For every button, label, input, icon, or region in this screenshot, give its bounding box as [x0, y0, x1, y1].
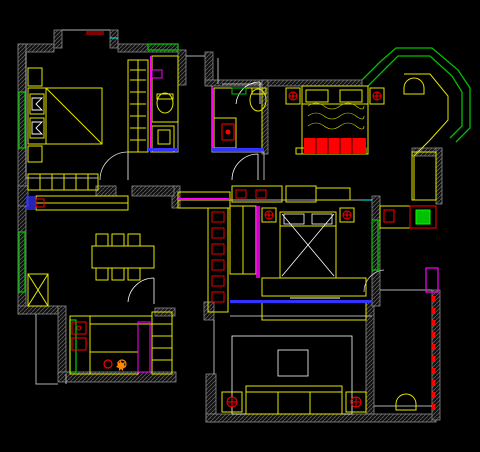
bed-cover-pattern — [307, 102, 365, 130]
bay-window-seat — [404, 73, 449, 201]
corridor-red-marks — [211, 189, 267, 303]
armchair-icon — [395, 393, 417, 411]
corridor-cabinets — [177, 185, 351, 313]
toilet-accents — [212, 87, 264, 151]
wardrobe-hangers — [130, 69, 146, 141]
guest-lamp-icon — [264, 210, 352, 220]
bedroom-red-blanket — [304, 138, 366, 154]
balcony-red-edge — [432, 296, 435, 410]
guest-room-accents — [230, 206, 372, 303]
dining-accents — [26, 196, 45, 210]
entry-door-top — [86, 31, 104, 35]
lamp-icon — [288, 91, 382, 101]
door-swings — [99, 81, 385, 304]
bed-pillows — [31, 97, 44, 135]
corridor-magenta-marks — [178, 198, 230, 200]
balcony-magenta-edge — [425, 267, 439, 293]
walls — [17, 29, 443, 423]
balcony-fixtures — [379, 205, 437, 229]
guest-bedroom — [261, 207, 367, 321]
bay-armchair-icon — [403, 77, 425, 95]
sofa-icon — [221, 385, 367, 415]
toilet-room — [213, 87, 267, 151]
living-room — [231, 335, 353, 415]
kitchen — [69, 311, 173, 375]
windows — [18, 43, 471, 373]
guest-bed-lines — [281, 213, 335, 277]
master-bedroom — [27, 59, 149, 163]
sink-icon — [71, 321, 87, 351]
bathroom-accents — [148, 56, 178, 152]
cyan-marks — [110, 37, 372, 201]
stove-icon — [103, 359, 127, 371]
living-lamp-icon — [226, 396, 362, 408]
kitchen-purple-counter — [137, 321, 151, 373]
dining-area — [27, 173, 155, 307]
